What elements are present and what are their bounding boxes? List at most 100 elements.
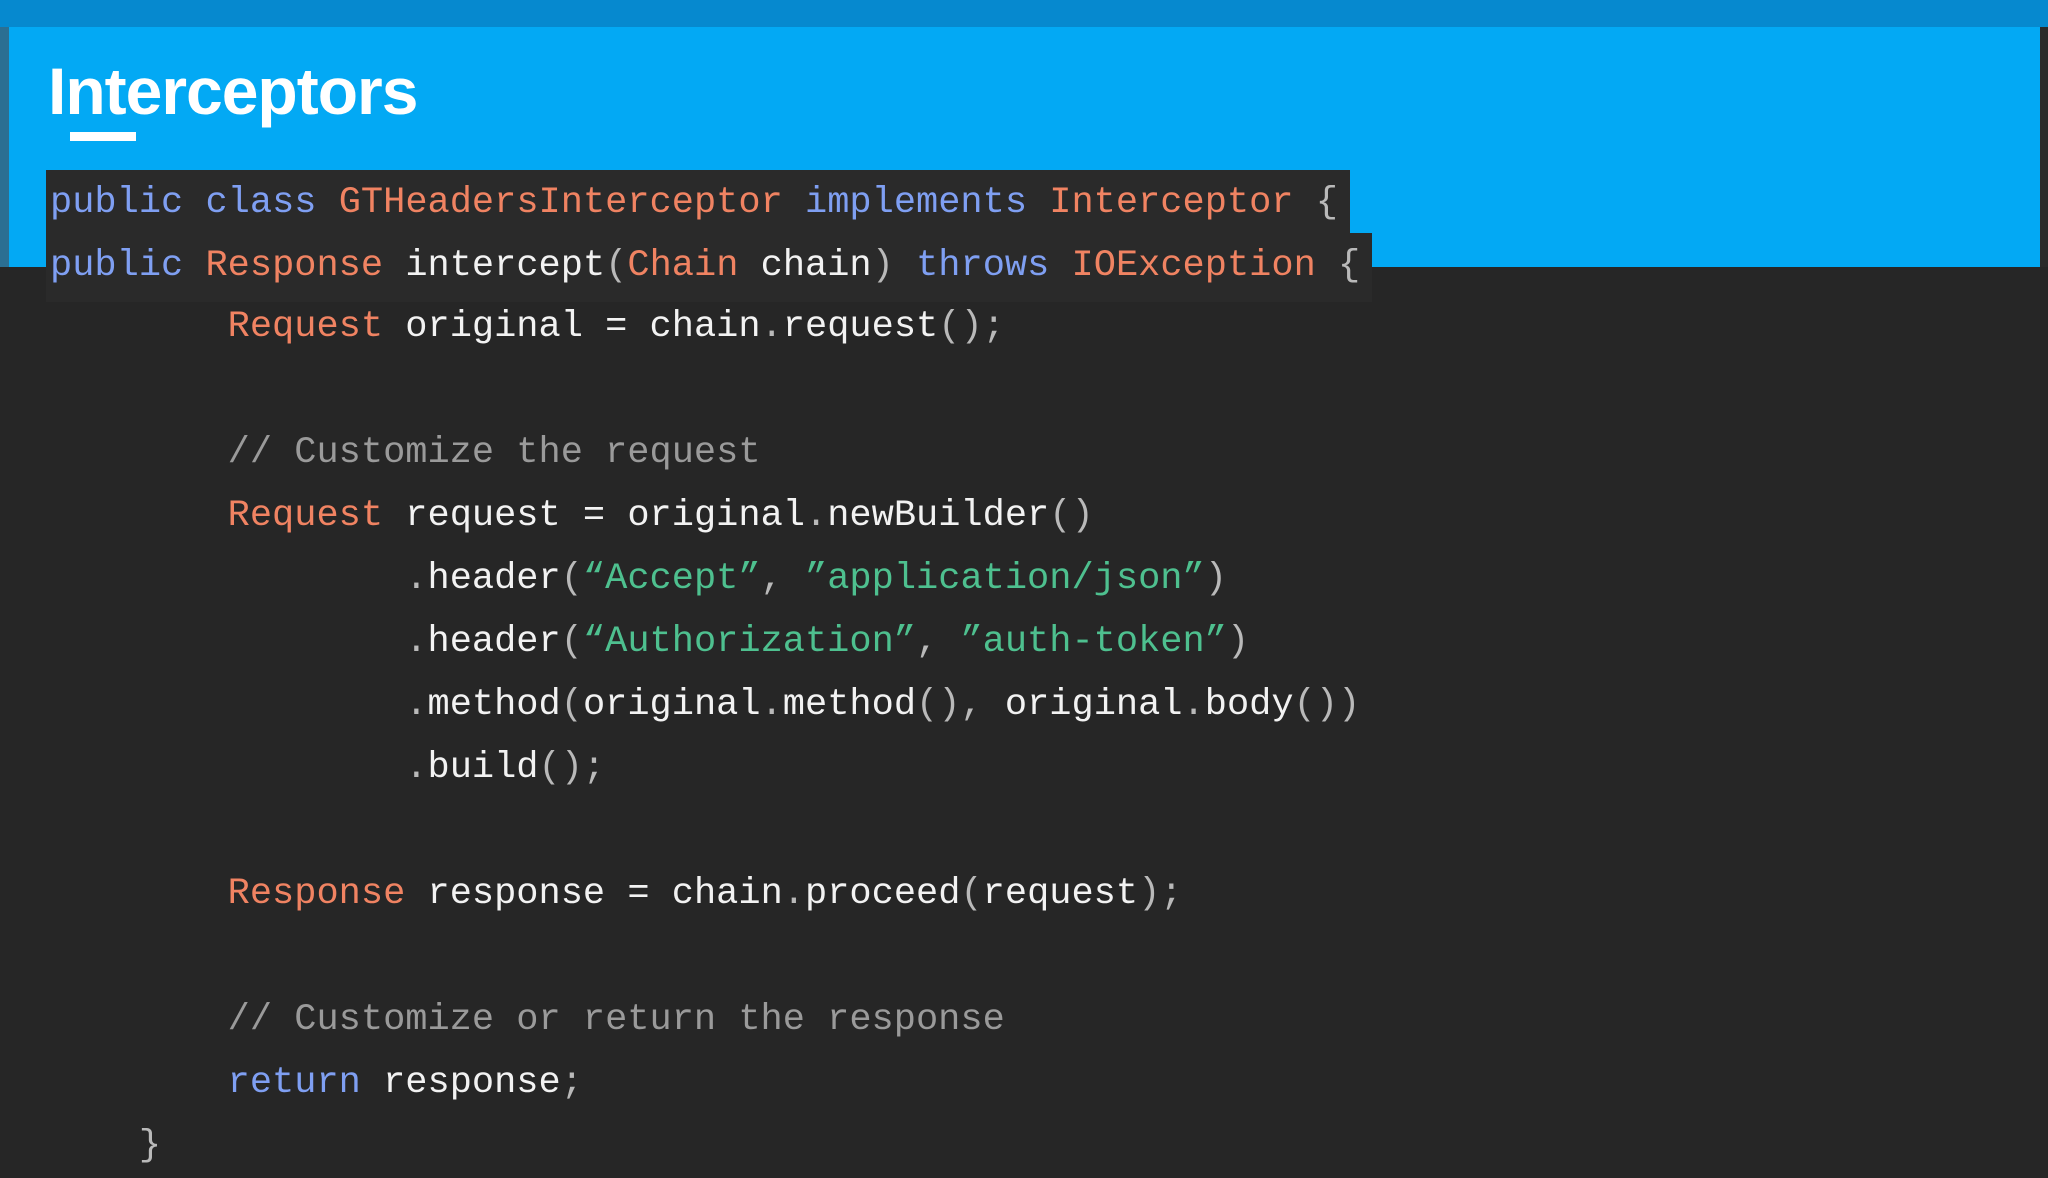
code-token (783, 182, 805, 224)
code-token: } (138, 1125, 162, 1167)
code-token: ( (960, 873, 983, 915)
code-token (1316, 245, 1338, 287)
code-token (50, 873, 228, 915)
code-token: (); (938, 306, 1005, 348)
code-token: original (605, 495, 805, 537)
page-title: Interceptors (48, 54, 418, 128)
code-token: ) (871, 245, 894, 287)
code-token: ); (1138, 873, 1183, 915)
code-token: , (760, 558, 783, 600)
code-token (1027, 182, 1049, 224)
code-token (183, 245, 205, 287)
code-token: Interceptor (1049, 182, 1294, 224)
code-token: ; (560, 1062, 583, 1104)
code-token: . (760, 306, 783, 348)
line-build: .build(); (50, 737, 605, 800)
line-proceed: Response response = chain.proceed(reques… (50, 863, 1183, 926)
line-intercept-signature: public Response intercept(Chain chain) t… (50, 233, 1373, 302)
code-token: () (1049, 495, 1094, 537)
code-token (50, 432, 228, 474)
code-token: ()) (1293, 684, 1361, 726)
code-token: // Customize the request (227, 432, 761, 474)
code-token: = (582, 495, 606, 537)
code-token (1294, 182, 1316, 224)
code-token: original (383, 306, 606, 348)
line-method: .method(original.method(), original.body… (50, 674, 1360, 737)
code-token: ( (560, 621, 583, 663)
code-token: “Accept” (582, 558, 761, 600)
code-token: Chain (627, 245, 739, 287)
code-token (894, 245, 916, 287)
code-token: Request (227, 495, 384, 537)
code-token: chain (649, 873, 783, 915)
code-token: method (427, 684, 561, 726)
line-original-request: Request original = chain.request(); (50, 296, 1005, 359)
code-token: request (982, 873, 1139, 915)
code-token: original (982, 684, 1183, 726)
title-underline-accent (70, 132, 136, 141)
code-token: newBuilder (827, 495, 1050, 537)
code-token: intercept (405, 245, 606, 287)
code-token: = (627, 873, 650, 915)
top-accent-strip (0, 0, 2048, 27)
code-token: . (405, 621, 428, 663)
code-token: , (916, 621, 939, 663)
line-comment-customize-response: // Customize or return the response (50, 989, 1005, 1052)
code-token: . (405, 684, 428, 726)
code-token: , (960, 684, 983, 726)
code-token (183, 182, 205, 224)
code-token (50, 999, 228, 1041)
line-return: return response; (50, 1052, 583, 1115)
line-closing-brace: } (50, 1115, 161, 1178)
code-token (50, 495, 228, 537)
code-token: ”auth-token” (960, 621, 1227, 663)
code-token: return (227, 1062, 361, 1104)
code-token: ) (1226, 621, 1250, 663)
banner-right-edge (2040, 27, 2048, 267)
code-token (938, 621, 960, 663)
code-token (783, 558, 805, 600)
code-token: class (205, 182, 317, 224)
code-token: ”application/json” (805, 558, 1205, 600)
code-token: chain (738, 245, 872, 287)
banner-left-edge (0, 27, 9, 267)
code-token: Response (205, 245, 384, 287)
code-token: body (1204, 684, 1294, 726)
code-token: { (1315, 182, 1338, 224)
code-token: Request (227, 306, 384, 348)
code-token: header (427, 558, 561, 600)
code-token: = (605, 306, 628, 348)
code-token (50, 747, 405, 789)
code-token (50, 558, 405, 600)
code-token: ( (560, 684, 583, 726)
code-token: request (383, 495, 583, 537)
code-token: ) (1204, 558, 1227, 600)
code-token: proceed (805, 873, 961, 915)
code-token: method (782, 684, 917, 726)
code-token: . (1182, 684, 1205, 726)
code-token: . (405, 558, 428, 600)
code-token: . (804, 495, 828, 537)
code-token: header (427, 621, 561, 663)
line-class-decl: public class GTHeadersInterceptor implem… (50, 170, 1350, 239)
code-token: . (782, 873, 805, 915)
code-token: . (405, 747, 428, 789)
code-token (1049, 245, 1071, 287)
code-token (50, 1062, 228, 1104)
line-header-accept: .header(“Accept”, ”application/json”) (50, 548, 1227, 611)
code-block: public class GTHeadersInterceptor implem… (50, 170, 1373, 1167)
line-comment-customize-request: // Customize the request (50, 422, 761, 485)
code-token (50, 621, 405, 663)
code-token: “Authorization” (582, 621, 916, 663)
code-token (50, 1125, 139, 1167)
code-token: ( (560, 558, 583, 600)
code-token: build (427, 747, 539, 789)
code-token: chain (627, 306, 761, 348)
line-header-authorization: .header(“Authorization”, ”auth-token”) (50, 611, 1249, 674)
code-token: IOException (1071, 245, 1316, 287)
code-token: () (916, 684, 961, 726)
code-token: GTHeadersInterceptor (338, 182, 783, 224)
code-token: request (782, 306, 939, 348)
code-token: original (582, 684, 761, 726)
code-token: Response (227, 873, 406, 915)
